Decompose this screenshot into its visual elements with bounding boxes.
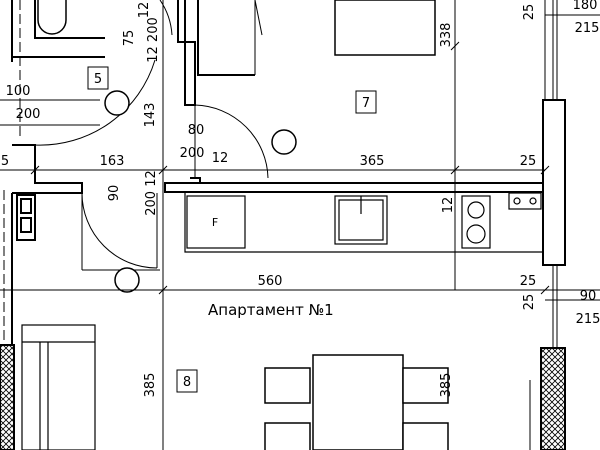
door-swing-room7	[194, 104, 269, 179]
dim-12c: 12	[441, 197, 456, 214]
light-fixtures	[104, 90, 297, 293]
door-swing-top	[159, 0, 263, 75]
dim-75: 75	[122, 30, 137, 47]
dim-215b: 215	[576, 312, 600, 327]
dim-12-200: 12 200	[146, 17, 161, 63]
dim-338: 338	[439, 23, 454, 48]
dim-12b: 12	[212, 151, 229, 166]
walls	[11, 0, 566, 345]
dim-200b: 200	[180, 146, 205, 161]
room-5-label: 5	[94, 72, 102, 87]
door-swing-bath	[34, 59, 156, 146]
dim-200-12: 200 12	[144, 170, 159, 216]
apartment-title: Апартамент №1	[208, 301, 334, 319]
dim-25a: 25	[520, 154, 537, 169]
dimension-labels: 100 200 75 12 12 200 143 80 200 12 163 3…	[1, 0, 600, 397]
dim-365: 365	[360, 154, 385, 169]
dim-560: 560	[258, 274, 283, 289]
dim-12a: 12	[137, 2, 152, 19]
fridge-label: F	[212, 216, 218, 229]
dim-200a: 200	[16, 107, 41, 122]
dim-25b: 25	[520, 274, 537, 289]
dining-set	[264, 354, 449, 450]
hatched-wall-right	[540, 347, 566, 450]
dim-180: 180	[573, 0, 598, 13]
dim-90a: 90	[107, 185, 122, 202]
dim-385a: 385	[143, 373, 158, 398]
dim-25c: 25	[522, 294, 537, 311]
dim-25-top: 25	[522, 4, 537, 21]
room-7-label: 7	[362, 96, 370, 111]
dim-90b: 90	[580, 289, 597, 304]
window-lines	[529, 0, 558, 450]
dim-100: 100	[6, 84, 31, 99]
dim-5: 5	[1, 154, 9, 169]
sofa	[21, 324, 96, 450]
dim-80: 80	[188, 123, 205, 138]
room-labels: 5 7 8 F	[87, 66, 377, 393]
dim-385b: 385	[439, 373, 454, 398]
kitchen-counter	[184, 192, 543, 253]
hatched-wall-left	[0, 344, 15, 450]
toilet-fixture	[37, 0, 67, 35]
room7-furniture	[334, 0, 436, 56]
dim-143: 143	[143, 103, 158, 128]
dim-163: 163	[100, 154, 125, 169]
room-8-label: 8	[183, 375, 191, 390]
dim-215a: 215	[575, 21, 600, 36]
